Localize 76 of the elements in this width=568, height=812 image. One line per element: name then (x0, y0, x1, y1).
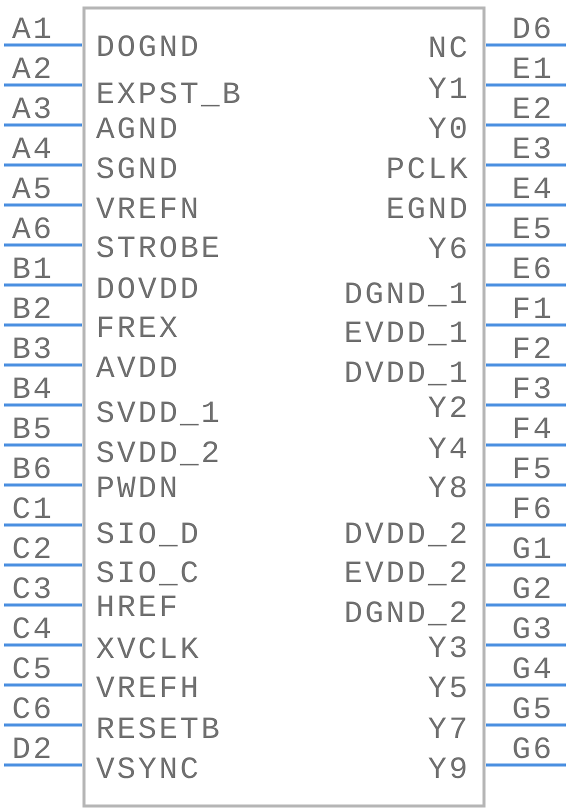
pin-number: F3 (512, 375, 554, 406)
pin-name: Y6 (428, 235, 470, 266)
pin-number: B6 (12, 455, 54, 486)
pin-name: DVDD_1 (344, 359, 470, 390)
pin-name: EXPST_B (96, 80, 244, 111)
pin-name: Y0 (428, 115, 470, 146)
pin-name: SVDD_2 (96, 439, 222, 470)
pin-number: E2 (512, 95, 554, 126)
pin-number: D2 (12, 735, 54, 766)
pin-number: F2 (512, 335, 554, 366)
pin-number: B2 (12, 295, 54, 326)
pin-number: C4 (12, 615, 54, 646)
pin-number: A4 (12, 135, 54, 166)
pin-number: F6 (512, 495, 554, 526)
pin-number: C6 (12, 695, 54, 726)
pin-number: A2 (12, 55, 54, 86)
pin-name: EVDD_1 (344, 319, 470, 350)
pin-number: A3 (12, 95, 54, 126)
pin-number: B3 (12, 335, 54, 366)
pin-name: DGND_2 (344, 599, 470, 630)
pin-number: C2 (12, 535, 54, 566)
pin-name: Y7 (428, 715, 470, 746)
pin-number: B1 (12, 255, 54, 286)
pin-number: C5 (12, 655, 54, 686)
pin-name: Y3 (428, 634, 470, 665)
pin-number: G6 (512, 735, 554, 766)
pin-number: G4 (512, 655, 554, 686)
pin-number: E5 (512, 215, 554, 246)
pin-number: E6 (512, 255, 554, 286)
pin-number: E4 (512, 175, 554, 206)
pin-name: SIO_C (96, 559, 202, 590)
pin-name: Y2 (428, 394, 470, 425)
pin-name: XVCLK (96, 635, 202, 666)
pin-number: F4 (512, 415, 554, 446)
pin-number: F5 (512, 455, 554, 486)
pin-name: EGND (386, 195, 470, 226)
pin-name: EVDD_2 (344, 559, 470, 590)
pin-number: A6 (12, 215, 54, 246)
pin-name: RESETB (96, 715, 222, 746)
pin-name: PCLK (386, 155, 470, 186)
pin-number: D6 (512, 15, 554, 46)
pin-name: Y4 (428, 435, 470, 466)
pin-name: DOVDD (96, 275, 202, 306)
pin-name: PWDN (96, 474, 180, 505)
pin-name: SGND (96, 155, 180, 186)
pin-name: FREX (96, 314, 180, 345)
pin-name: Y1 (428, 75, 470, 106)
pin-name: AGND (96, 115, 180, 146)
pin-name: SIO_D (96, 520, 202, 551)
pin-number: E1 (512, 55, 554, 86)
pin-name: Y9 (428, 755, 470, 786)
pin-number: A5 (12, 175, 54, 206)
pin-name: STROBE (96, 234, 222, 265)
pin-name: VREFH (96, 674, 202, 705)
pin-number: B5 (12, 415, 54, 446)
pin-name: Y5 (428, 674, 470, 705)
pin-name: DVDD_2 (344, 520, 470, 551)
pin-name: DOGND (96, 33, 202, 64)
pin-number: A1 (12, 15, 54, 46)
pin-name: Y8 (428, 474, 470, 505)
pin-name: NC (428, 34, 470, 65)
pin-name: VSYNC (96, 755, 202, 786)
pin-name: VREFN (96, 195, 202, 226)
pin-number: B4 (12, 375, 54, 406)
pin-number: G1 (512, 535, 554, 566)
pin-name: DGND_1 (344, 280, 470, 311)
pin-number: G5 (512, 695, 554, 726)
pin-number: C1 (12, 495, 54, 526)
pin-number: G3 (512, 615, 554, 646)
pin-number: C3 (12, 575, 54, 606)
pin-name: AVDD (96, 354, 180, 385)
pin-number: F1 (512, 295, 554, 326)
pin-number: E3 (512, 135, 554, 166)
pin-number: G2 (512, 575, 554, 606)
pin-name: HREF (96, 593, 180, 624)
pin-name: SVDD_1 (96, 399, 222, 430)
